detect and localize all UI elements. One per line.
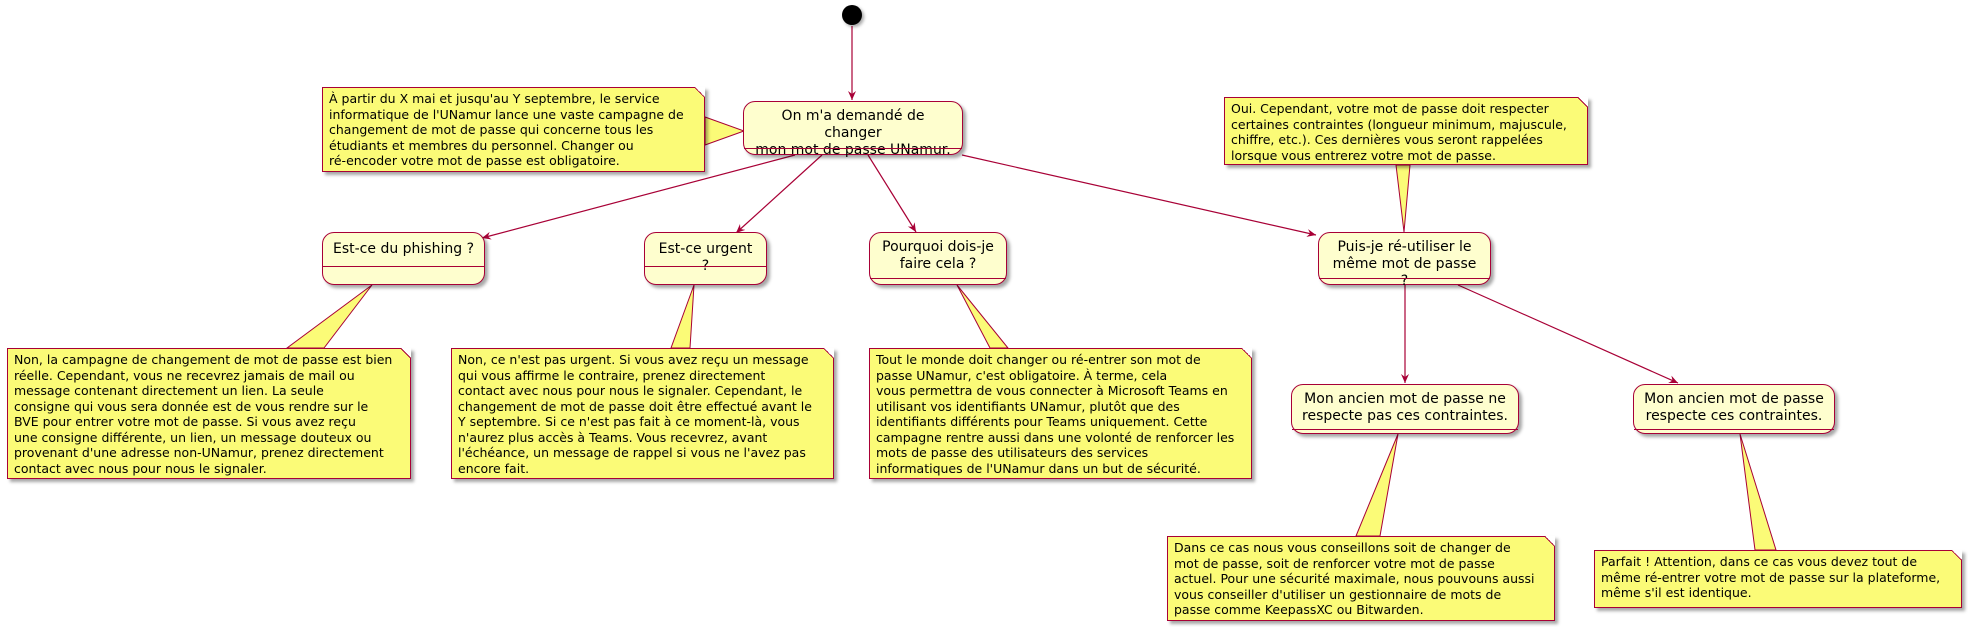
state-phishing-question[interactable]: Est-ce du phishing ? bbox=[322, 232, 485, 285]
note-constraints: Oui. Cependant, votre mot de passe doit … bbox=[1224, 97, 1588, 165]
note-connector-phishing bbox=[285, 284, 373, 349]
note-respect: Parfait ! Attention, dans ce cas vous de… bbox=[1594, 550, 1962, 608]
edge-start-to-reuse bbox=[961, 154, 1317, 237]
state-password-change-request[interactable]: On m'a demandé de changer mon mot de pas… bbox=[743, 101, 963, 158]
state-reuse-question[interactable]: Puis-je ré-utiliser le même mot de passe… bbox=[1318, 232, 1491, 289]
state-not-respect-constraints[interactable]: Mon ancien mot de passe ne respecte pas … bbox=[1291, 384, 1519, 434]
note-connector-constraints bbox=[1395, 164, 1411, 233]
edge-start-to-why bbox=[867, 154, 917, 233]
note-not-respect: Dans ce cas nous vous conseillons soit d… bbox=[1167, 536, 1555, 621]
state-why-question[interactable]: Pourquoi dois-je faire cela ? bbox=[869, 232, 1007, 285]
state-respect-constraints[interactable]: Mon ancien mot de passe respecte ces con… bbox=[1633, 384, 1835, 434]
edge-reuse-to-respect bbox=[1457, 284, 1679, 384]
note-connector-why bbox=[956, 284, 1010, 349]
edge-start-to-phishing bbox=[481, 154, 796, 240]
initial-state-dot bbox=[842, 5, 862, 25]
note-why: Tout le monde doit changer ou ré-entrer … bbox=[869, 348, 1252, 479]
note-phishing: Non, la campagne de changement de mot de… bbox=[7, 348, 411, 479]
note-connector-respect bbox=[1739, 433, 1777, 551]
edge-start-to-urgent bbox=[735, 154, 823, 234]
note-connector-campaign bbox=[704, 116, 746, 146]
note-connector-not-respect bbox=[1355, 433, 1399, 537]
note-urgent: Non, ce n'est pas urgent. Si vous avez r… bbox=[451, 348, 834, 479]
state-urgent-question[interactable]: Est-ce urgent ? bbox=[644, 232, 767, 285]
note-connector-urgent bbox=[670, 284, 695, 349]
note-campaign: À partir du X mai et jusqu'au Y septembr… bbox=[322, 87, 705, 172]
